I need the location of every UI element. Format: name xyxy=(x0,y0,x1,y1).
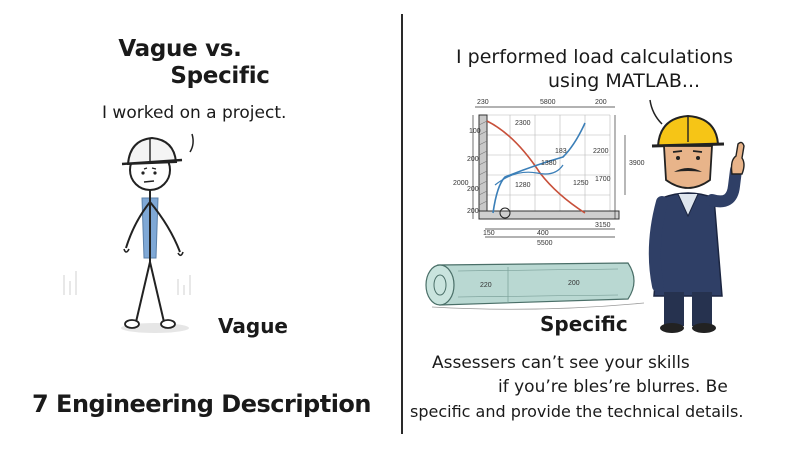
dim-left-c: 2000 xyxy=(453,180,469,187)
vague-stick-figure xyxy=(121,133,194,333)
engineering-drawing: 230 5800 200 2300 183 1380 1280 2200 170… xyxy=(453,99,645,247)
caption-line1: Assessers can’t see your skills xyxy=(432,353,690,373)
dim-left-e: 200 xyxy=(467,208,479,215)
dim-bottom-d: 3150 xyxy=(595,222,611,229)
dim-inner-a: 1380 xyxy=(541,160,557,167)
panel-divider xyxy=(401,14,403,434)
footer-heading: 7 Engineering Description xyxy=(32,390,372,418)
dim-left-a: 100 xyxy=(469,128,481,135)
specific-speech-line2: using MATLAB... xyxy=(548,70,701,92)
caption-line3: specific and provide the technical detai… xyxy=(410,402,744,421)
dim-top-right: 200 xyxy=(595,99,607,106)
dim-inner-top: 2300 xyxy=(515,120,531,127)
vague-label: Vague xyxy=(218,314,288,338)
dim-right-a: 2200 xyxy=(593,148,609,155)
dim-vert-mid: 1250 xyxy=(573,180,589,187)
vague-speech-text: I worked on a project. xyxy=(102,103,287,123)
motion-marks xyxy=(63,271,191,295)
dim-right-c: 3900 xyxy=(629,160,645,167)
roll-label-b: 200 xyxy=(568,280,580,287)
caption-line2: if you’re bles’re blurres. Be xyxy=(498,377,728,397)
blueprint-roll: 220 200 xyxy=(425,262,645,310)
specific-speech-line1: I performed load calculations xyxy=(456,46,734,68)
engineer-figure xyxy=(648,99,745,333)
left-title-line2: Specific xyxy=(170,63,270,89)
dim-right-b: 1700 xyxy=(595,176,611,183)
dim-inner-b: 1280 xyxy=(515,182,531,189)
dim-left-d: 200 xyxy=(467,186,479,193)
dim-inner-mid: 183 xyxy=(555,148,567,155)
dim-bottom-a: 150 xyxy=(483,230,495,237)
dim-top-left: 230 xyxy=(477,99,489,106)
dim-bottom-c: 5500 xyxy=(537,240,553,247)
dim-bottom-b: 400 xyxy=(537,230,549,237)
dim-left-b: 200 xyxy=(467,156,479,163)
left-title-line1: Vague vs. xyxy=(118,36,242,62)
roll-label-a: 220 xyxy=(480,282,492,289)
dim-top-mid: 5800 xyxy=(540,99,556,106)
specific-label: Specific xyxy=(540,312,628,336)
